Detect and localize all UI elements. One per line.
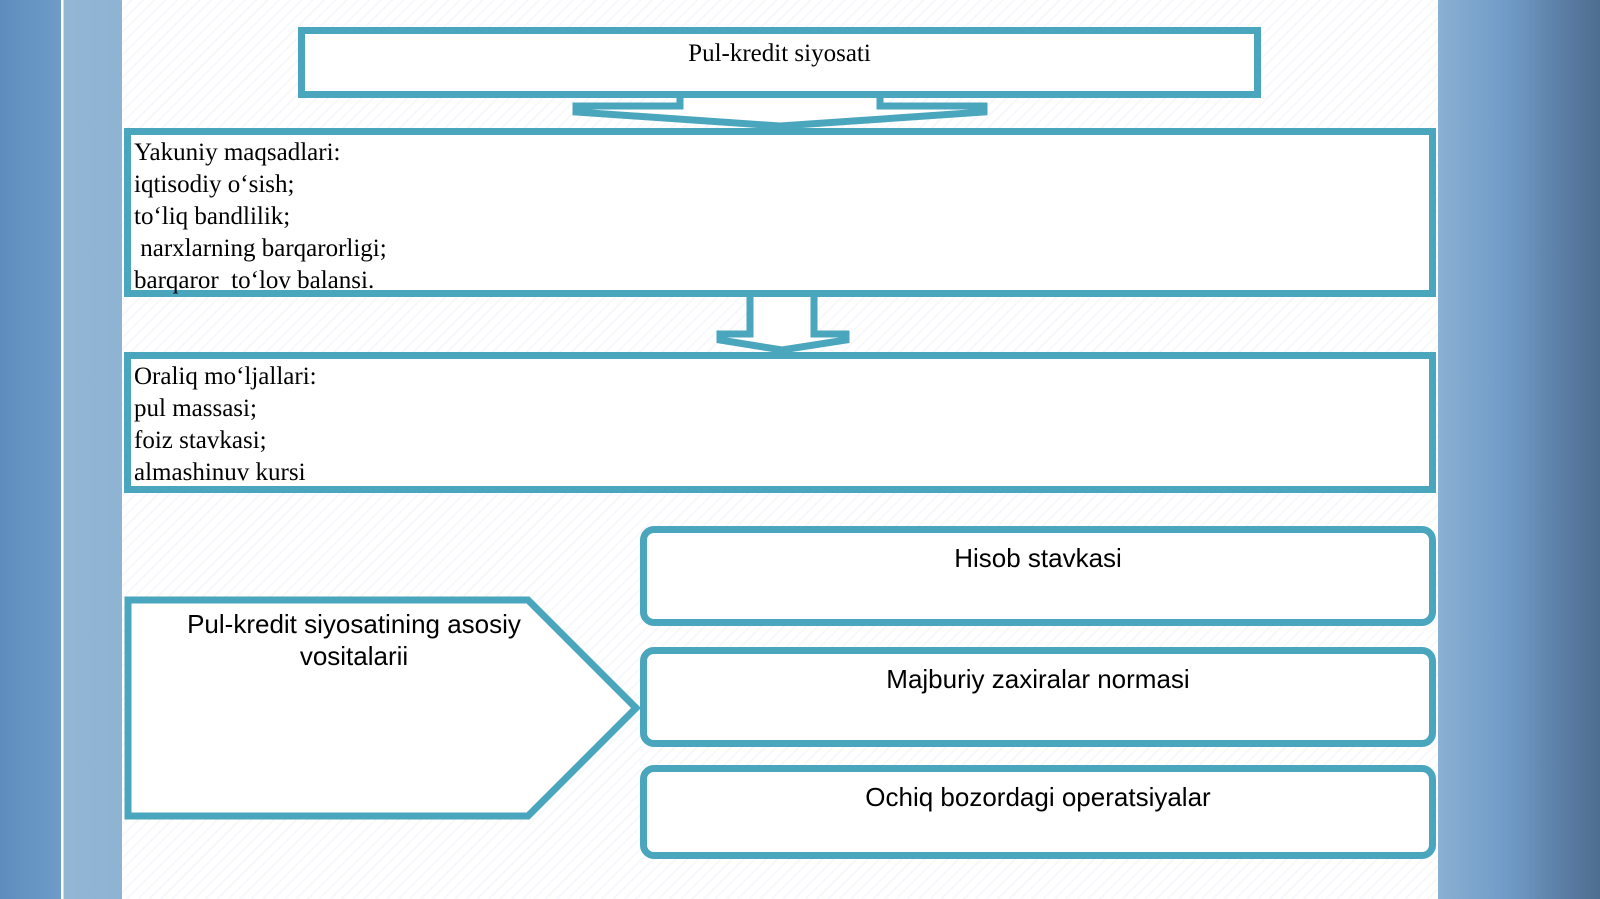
instrument-label: Majburiy zaxiralar normasi	[886, 664, 1190, 694]
arrow-goals-to-targets	[716, 297, 850, 354]
final-goal-item: to‘liq bandlilik;	[134, 203, 291, 230]
instruments-label: Pul-kredit siyosatining asosiy vositalar…	[187, 609, 521, 671]
final-goal-item: barqaror to‘lov balansi.	[134, 267, 375, 294]
diagram-title: Pul-kredit siyosati	[688, 40, 871, 67]
final-goals-heading: Yakuniy maqsadlari:	[134, 139, 341, 166]
instrument-box-open-market-operations: Ochiq bozordagi operatsiyalar	[640, 765, 1436, 859]
intermediate-targets-box: Oraliq mo‘ljallari: pul massasi; foiz st…	[124, 352, 1436, 493]
instrument-box-reserve-requirements: Majburiy zaxiralar normasi	[640, 647, 1436, 747]
instrument-box-discount-rate: Hisob stavkasi	[640, 526, 1436, 626]
intermediate-target-item: pul massasi;	[134, 395, 257, 422]
final-goals-box: Yakuniy maqsadlari: iqtisodiy o‘sish; to…	[124, 128, 1436, 297]
title-box: Pul-kredit siyosati	[298, 27, 1261, 98]
intermediate-target-item: foiz stavkasi;	[134, 427, 267, 454]
final-goal-item: iqtisodiy o‘sish;	[134, 171, 295, 198]
background-right-band	[1438, 0, 1600, 899]
intermediate-targets-heading: Oraliq mo‘ljallari:	[134, 363, 317, 390]
intermediate-target-item: almashinuv kursi	[134, 459, 306, 486]
instrument-label: Ochiq bozordagi operatsiyalar	[865, 782, 1211, 812]
final-goal-item: narxlarning barqarorligi;	[134, 235, 387, 262]
instruments-pentagon	[124, 596, 641, 820]
arrow-title-to-goals	[572, 92, 988, 130]
instrument-label: Hisob stavkasi	[954, 543, 1122, 573]
background-left-band	[0, 0, 122, 899]
